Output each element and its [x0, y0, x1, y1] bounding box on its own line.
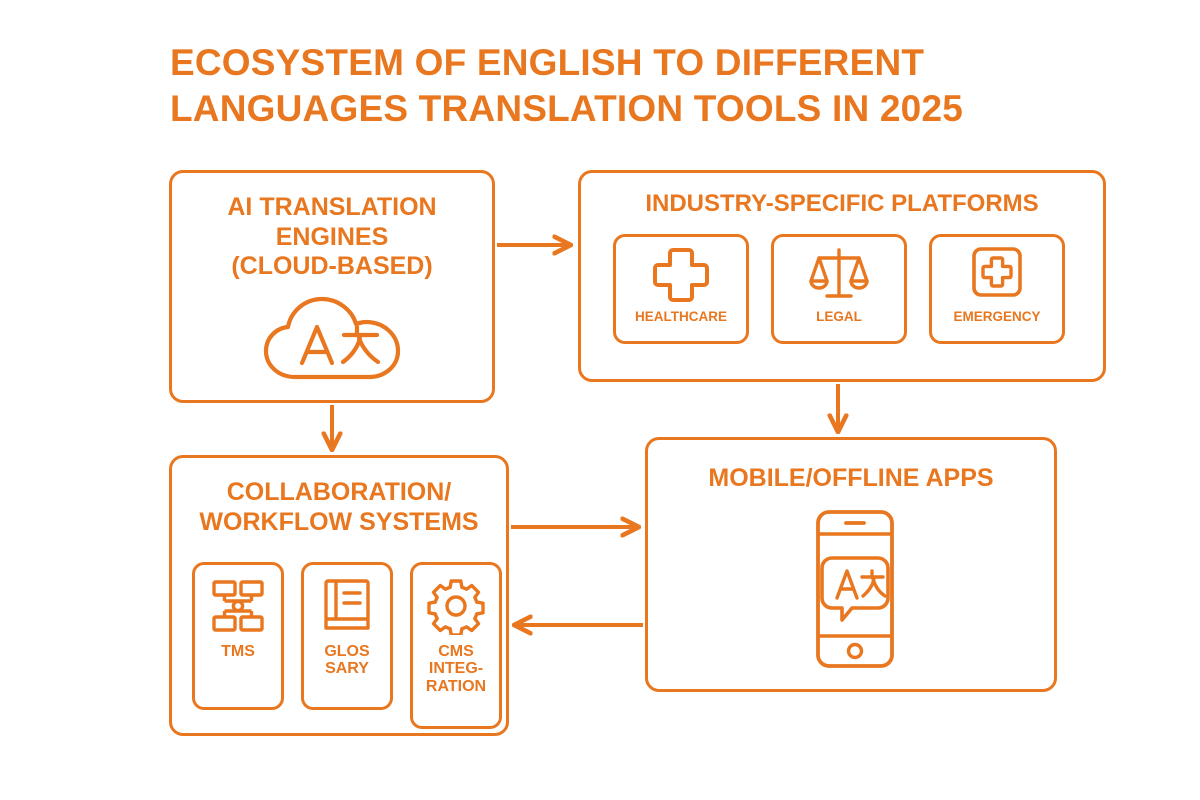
node-industry-specific-platforms[interactable]: INDUSTRY-SPECIFIC PLATFORMS HEALTHCARE [578, 170, 1106, 382]
card-glossary[interactable]: GLOS SARY [301, 562, 393, 710]
node-mobile-offline-apps[interactable]: MOBILE/OFFLINE APPS [645, 437, 1057, 692]
card-label-glossary: GLOS SARY [324, 643, 370, 678]
node-collaboration-workflow-systems[interactable]: COLLABORATION/ WORKFLOW SYSTEMS [169, 455, 509, 736]
card-healthcare[interactable]: HEALTHCARE [613, 234, 749, 344]
card-emergency[interactable]: EMERGENCY [929, 234, 1065, 344]
page-title: ECOSYSTEM OF ENGLISH TO DIFFERENT LANGUA… [170, 42, 963, 129]
card-tms[interactable]: TMS [192, 562, 284, 710]
balance-scales-icon [809, 248, 869, 298]
card-legal[interactable]: LEGAL [771, 234, 907, 344]
card-label-legal: LEGAL [816, 309, 862, 324]
card-label-healthcare: HEALTHCARE [635, 309, 727, 324]
emergency-cross-badge-icon [972, 247, 1022, 297]
node-title-ai-translation-engines: AI TRANSLATION ENGINES (CLOUD-BASED) [227, 193, 437, 280]
smartphone-translate-icon [816, 510, 894, 668]
medical-cross-icon [653, 248, 709, 302]
org-chart-icon [212, 580, 264, 632]
card-label-cms-integration: CMS INTEG- RATION [425, 643, 487, 695]
cloud-translate-icon [263, 296, 401, 380]
node-title-mobile-offline-apps: MOBILE/OFFLINE APPS [708, 464, 994, 492]
gear-icon [427, 579, 485, 635]
card-cms-integration[interactable]: CMS INTEG- RATION [410, 562, 502, 729]
node-title-industry-specific-platforms: INDUSTRY-SPECIFIC PLATFORMS [645, 190, 1039, 217]
node-ai-translation-engines[interactable]: AI TRANSLATION ENGINES (CLOUD-BASED) [169, 170, 495, 403]
book-icon [324, 579, 370, 630]
card-label-emergency: EMERGENCY [953, 309, 1041, 324]
node-title-collaboration-workflow-systems: COLLABORATION/ WORKFLOW SYSTEMS [199, 478, 479, 536]
card-label-tms: TMS [221, 643, 255, 660]
